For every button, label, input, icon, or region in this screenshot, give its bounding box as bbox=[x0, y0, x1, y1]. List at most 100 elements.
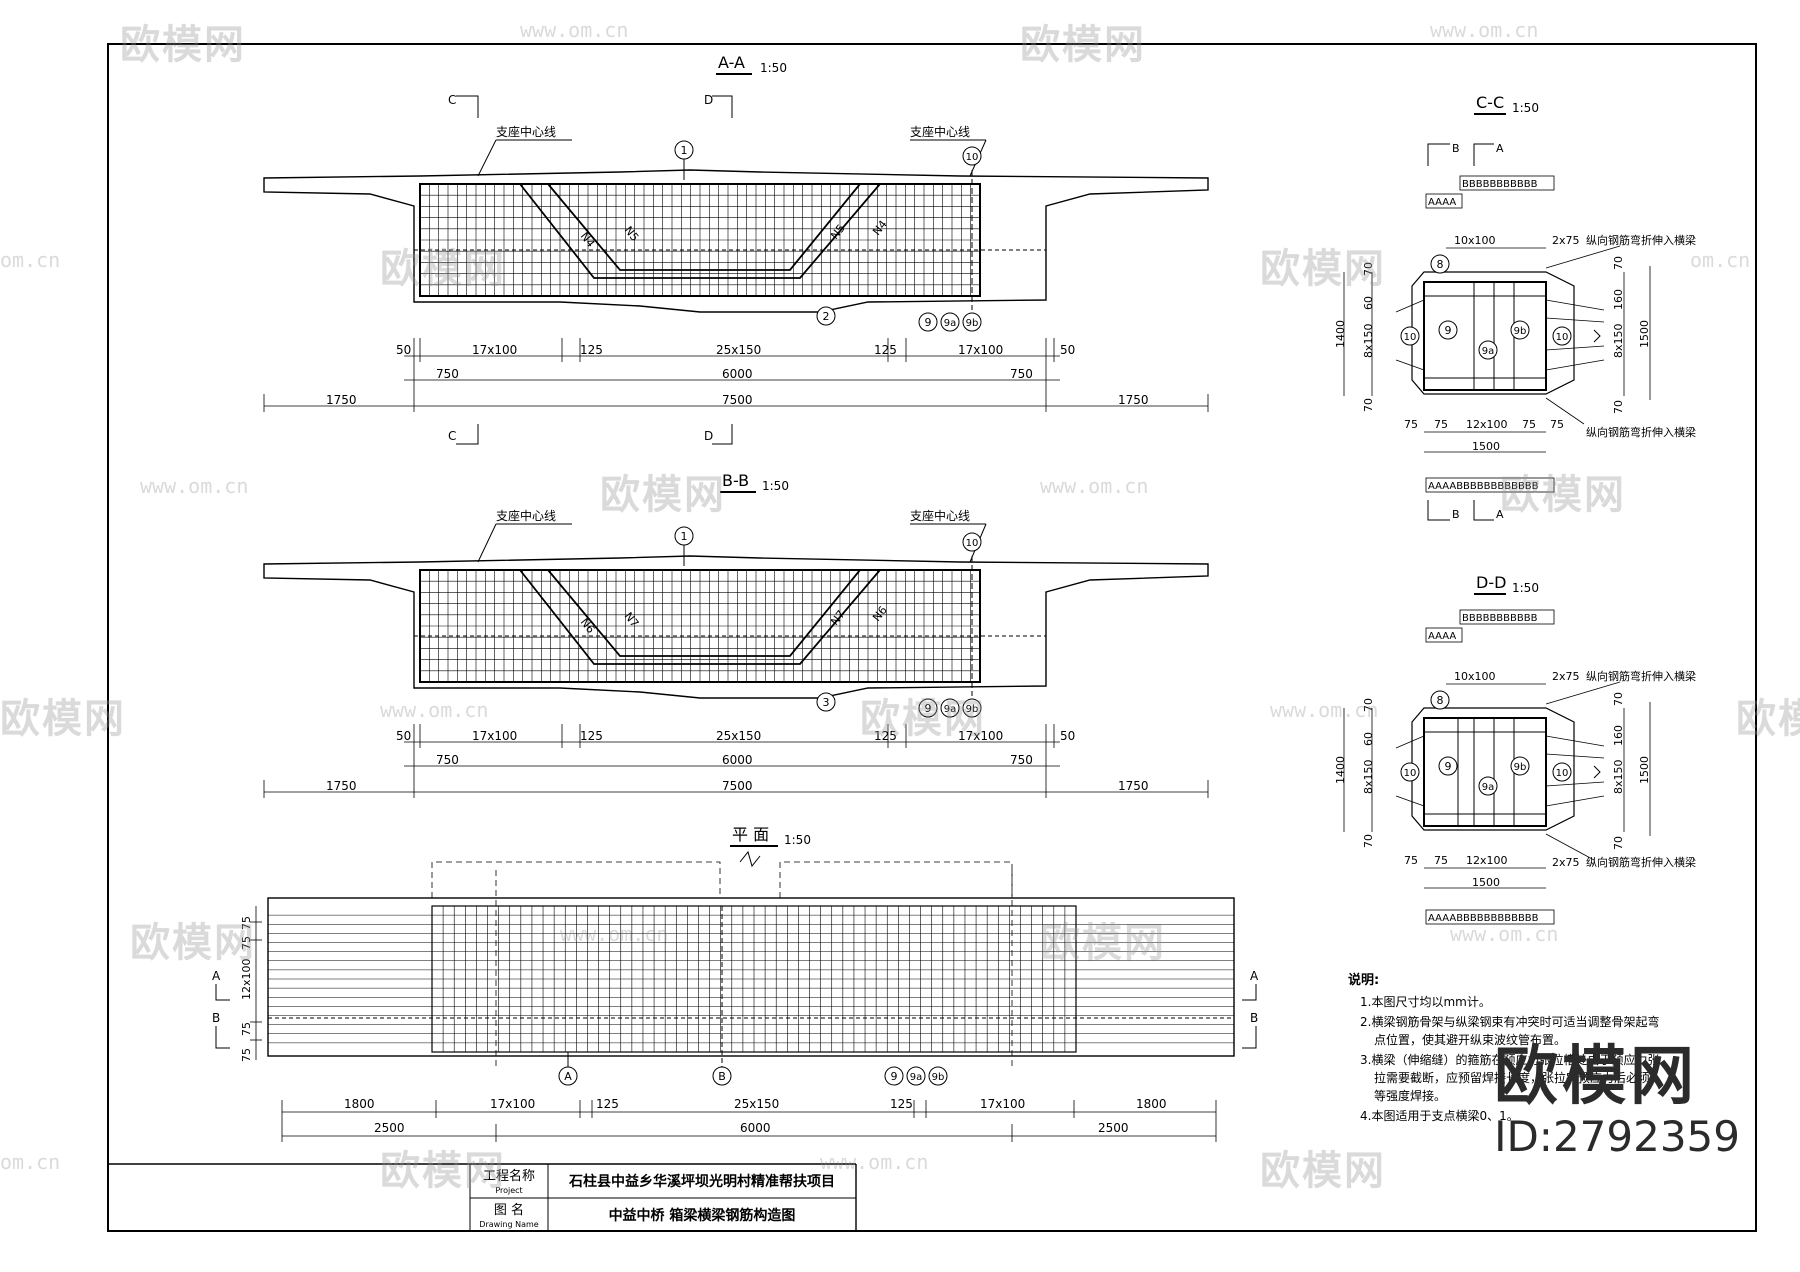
dd-dim-160: 160 bbox=[1612, 725, 1625, 746]
plan-dim-1800-left: 1800 bbox=[344, 1097, 375, 1111]
notes-line-1: 1.本图尺寸均以mm计。 bbox=[1360, 995, 1491, 1009]
cc-mark-10-left: 10 bbox=[1400, 326, 1420, 346]
aa-support-centerline-left: 支座中心线 bbox=[496, 124, 556, 139]
view-cc: C-C 1:50 B A BBBBBBBBBBB AAAA bbox=[1334, 93, 1696, 521]
bb-dim-750-right: 750 bbox=[1010, 753, 1033, 767]
view-bb: B-B 1:50 支座中心线 支座中心线 1 10 3 9 bbox=[263, 471, 1209, 798]
view-cc-scale: 1:50 bbox=[1512, 101, 1539, 115]
drawing-label-cn: 图 名 bbox=[494, 1202, 524, 1218]
dd-note-bend-top: 纵向钢筋弯折伸入横梁 bbox=[1586, 669, 1696, 683]
cc-mark-9: 9 bbox=[1438, 320, 1458, 340]
svg-text:1: 1 bbox=[681, 530, 688, 543]
aa-dim-7500: 7500 bbox=[722, 393, 753, 407]
bb-mark-10: 10 bbox=[962, 532, 982, 552]
cc-dim-70-bottom: 70 bbox=[1362, 398, 1375, 412]
aa-dim-1750-left: 1750 bbox=[326, 393, 357, 407]
dd-dim-10x100: 10x100 bbox=[1454, 670, 1496, 683]
brand-stamp: 欧模网 ID:2792359 bbox=[1494, 1044, 1740, 1162]
cc-dim-2x75-top: 2x75 bbox=[1552, 234, 1580, 247]
cc-placeholder-ab: AAAABBBBBBBBBBBB bbox=[1428, 481, 1539, 492]
cc-placeholder-b: BBBBBBBBBBB bbox=[1462, 179, 1538, 190]
cc-dim-75-a: 75 bbox=[1404, 418, 1418, 431]
plan-dim-6000: 6000 bbox=[740, 1121, 771, 1135]
dd-placeholder-b: BBBBBBBBBBB bbox=[1462, 613, 1538, 624]
plan-dim-75-a: 75 bbox=[240, 916, 253, 930]
dd-mark-9a: 9a bbox=[1478, 776, 1498, 796]
view-plan: 平 面 1:50 A B A B A B bbox=[212, 825, 1259, 1142]
notes-line-4: 3.横梁（伸缩缝）的箍筋在预应力张拉槽处由于预应力张 bbox=[1360, 1052, 1659, 1067]
svg-text:3: 3 bbox=[823, 696, 830, 709]
cc-dim-70-top: 70 bbox=[1362, 262, 1375, 276]
dd-note-bend-bottom: 纵向钢筋弯折伸入横梁 bbox=[1586, 855, 1696, 869]
dd-dim-70-top: 70 bbox=[1362, 698, 1375, 712]
bb-dim-17x100-left: 17x100 bbox=[472, 729, 517, 743]
bb-mark-9a: 9a bbox=[940, 698, 960, 718]
aa-mark-9b: 9b bbox=[962, 312, 982, 332]
plan-dim-12x100: 12x100 bbox=[240, 958, 253, 1000]
cc-dim-1400: 1400 bbox=[1334, 320, 1347, 348]
plan-mark-a: A bbox=[558, 1052, 578, 1086]
bb-n6: N6 bbox=[578, 616, 598, 636]
svg-text:8: 8 bbox=[1437, 258, 1444, 271]
plan-dim-125-left: 125 bbox=[596, 1097, 619, 1111]
svg-text:10: 10 bbox=[966, 538, 979, 549]
cc-note-bend-bottom: 纵向钢筋弯折伸入横梁 bbox=[1586, 425, 1696, 439]
view-aa-scale: 1:50 bbox=[760, 61, 787, 75]
cc-dim-75-c: 75 bbox=[1522, 418, 1536, 431]
notes-heading: 说明: bbox=[1348, 972, 1379, 988]
drawing-label-en: Drawing Name bbox=[479, 1220, 538, 1229]
dd-dim-8x150-right: 8x150 bbox=[1612, 759, 1625, 794]
plan-dim-75-d: 75 bbox=[240, 1048, 253, 1062]
cc-dim-160: 160 bbox=[1612, 289, 1625, 310]
bb-dim-25x150: 25x150 bbox=[716, 729, 761, 743]
aa-n4: N4 bbox=[578, 230, 598, 250]
bb-mark-9: 9 bbox=[918, 698, 938, 718]
plan-cut-b-left: B bbox=[212, 1011, 220, 1025]
svg-text:9: 9 bbox=[1445, 760, 1452, 773]
bb-dim-17x100-right: 17x100 bbox=[958, 729, 1003, 743]
svg-text:9b: 9b bbox=[1514, 762, 1527, 773]
cc-dim-70-right-top: 70 bbox=[1612, 256, 1625, 270]
plan-mark-9: 9 bbox=[884, 1066, 904, 1086]
cc-dim-1500-right: 1500 bbox=[1638, 320, 1651, 348]
aa-n5: N5 bbox=[622, 224, 642, 244]
bb-dim-125-left: 125 bbox=[580, 729, 603, 743]
project-name: 石柱县中益乡华溪坪坝光明村精准帮扶项目 bbox=[568, 1173, 835, 1190]
svg-text:9: 9 bbox=[925, 702, 932, 715]
dd-dim-2x75-bottom: 2x75 bbox=[1552, 856, 1580, 869]
svg-text:9a: 9a bbox=[944, 318, 957, 329]
svg-text:1: 1 bbox=[681, 144, 688, 157]
bb-dim-50-left: 50 bbox=[396, 729, 411, 743]
svg-text:10: 10 bbox=[966, 152, 979, 163]
svg-text:9a: 9a bbox=[910, 1072, 923, 1083]
aa-dim-1750-right: 1750 bbox=[1118, 393, 1149, 407]
svg-text:9: 9 bbox=[891, 1070, 898, 1083]
cc-mark-9a: 9a bbox=[1478, 340, 1498, 360]
svg-text:10: 10 bbox=[1404, 768, 1417, 779]
bb-dim-7500: 7500 bbox=[722, 779, 753, 793]
project-label-cn: 工程名称 bbox=[483, 1168, 535, 1184]
svg-text:2: 2 bbox=[823, 310, 830, 323]
bb-dim-1750-right: 1750 bbox=[1118, 779, 1149, 793]
view-aa-title: A-A bbox=[718, 53, 745, 72]
view-aa: A-A 1:50 C D C D 支座中心线 支座中心线 1 bbox=[263, 53, 1209, 445]
svg-text:B: B bbox=[1452, 508, 1460, 521]
cc-dim-12x100: 12x100 bbox=[1466, 418, 1508, 431]
cc-dim-10x100: 10x100 bbox=[1454, 234, 1496, 247]
project-label-en: Project bbox=[495, 1186, 522, 1195]
dd-placeholder-ab: AAAABBBBBBBBBBBB bbox=[1428, 913, 1539, 924]
dd-dim-1400: 1400 bbox=[1334, 756, 1347, 784]
aa-support-centerline-right: 支座中心线 bbox=[910, 124, 970, 139]
bb-mark-1: 1 bbox=[674, 526, 694, 566]
svg-text:9b: 9b bbox=[1514, 326, 1527, 337]
svg-text:10: 10 bbox=[1556, 768, 1569, 779]
cc-dim-75-b: 75 bbox=[1434, 418, 1448, 431]
svg-text:9: 9 bbox=[1445, 324, 1452, 337]
bb-support-centerline-left: 支座中心线 bbox=[496, 508, 556, 523]
plan-dim-25x150: 25x150 bbox=[734, 1097, 779, 1111]
svg-text:A: A bbox=[1496, 142, 1504, 155]
plan-dim-75-b: 75 bbox=[240, 936, 253, 950]
dd-dim-60: 60 bbox=[1362, 732, 1375, 746]
dd-mark-9b: 9b bbox=[1510, 756, 1530, 776]
